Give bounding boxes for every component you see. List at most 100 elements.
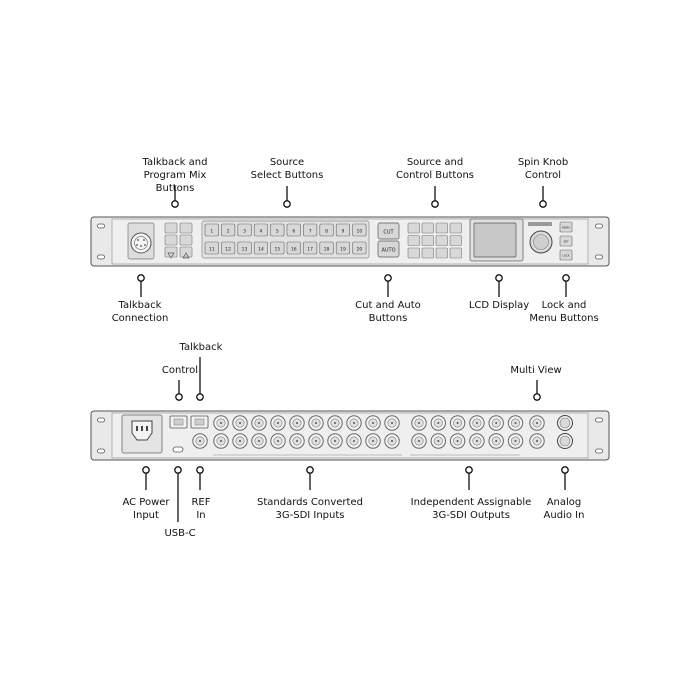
source-button <box>253 241 268 255</box>
label-sdi-outputs: Independent Assignable 3G-SDI Outputs <box>410 497 532 521</box>
bnc-pin <box>475 422 478 424</box>
bnc-pin <box>437 440 440 442</box>
leader-dot-icon <box>283 200 291 208</box>
menu-button-label: SET <box>564 239 569 243</box>
leader-dot-icon <box>465 466 473 474</box>
source-button <box>352 223 367 237</box>
triangle-down-icon <box>167 252 175 259</box>
source-button-label: 15 <box>274 247 280 253</box>
control-button <box>449 235 462 246</box>
source-button-label: 12 <box>225 247 231 253</box>
leader-dot-icon <box>196 393 204 401</box>
iec-pin <box>141 426 143 431</box>
control-button <box>435 247 448 259</box>
control-button <box>449 247 462 259</box>
bnc-pin <box>296 440 298 442</box>
bnc-pin <box>353 422 355 424</box>
talkback-program-button <box>179 222 193 234</box>
menu-button <box>559 235 573 247</box>
source-button <box>286 241 301 255</box>
leader-dot-icon <box>562 274 570 282</box>
bnc-pin <box>296 422 298 424</box>
label-lcd-display: LCD Display <box>468 300 530 311</box>
lcd-screen <box>473 222 517 258</box>
menu-button <box>559 249 573 261</box>
xlr-pin <box>140 245 142 247</box>
leader-dot-icon <box>175 393 183 401</box>
ethernet-jack <box>194 418 205 426</box>
source-button <box>237 223 252 237</box>
bnc-pin <box>277 422 279 424</box>
bnc-pin <box>475 440 478 442</box>
label-talkback: Talkback <box>179 342 223 353</box>
leader-dot-icon <box>171 200 179 208</box>
leader-dot-icon <box>384 274 392 282</box>
bnc-pin <box>514 422 517 424</box>
bnc-pin <box>220 440 222 442</box>
rear-rack-slot <box>595 417 603 423</box>
source-button-label: 8 <box>325 229 328 235</box>
bnc-pin <box>536 422 538 424</box>
source-button <box>303 223 318 237</box>
control-button <box>407 235 420 246</box>
label-ac-power: AC Power Input <box>122 497 170 521</box>
bnc-pin <box>495 440 498 442</box>
bnc-pin <box>418 422 420 424</box>
label-spin-knob: Spin Knob Control <box>517 157 569 181</box>
bnc-pin <box>372 422 374 424</box>
source-button-label: 18 <box>324 247 330 253</box>
menu-button <box>559 221 573 233</box>
label-sdi-inputs: Standards Converted 3G-SDI Inputs <box>257 497 363 521</box>
source-button <box>253 223 268 237</box>
label-cut-auto: Cut and Auto Buttons <box>355 300 421 324</box>
bnc-pin <box>495 422 498 424</box>
bnc-pin <box>353 440 355 442</box>
front-rack-slot <box>97 223 105 229</box>
source-button-label: 2 <box>227 229 230 235</box>
talkback-program-button <box>164 222 178 234</box>
control-button <box>435 222 448 234</box>
bnc-pin <box>199 440 201 442</box>
bnc-pin <box>372 440 374 442</box>
iec-pin <box>136 426 138 431</box>
bnc-pin <box>536 440 538 442</box>
source-button <box>319 241 334 255</box>
ethernet-jack <box>173 418 184 426</box>
leader-dot-icon <box>306 466 314 474</box>
iec-pin <box>146 426 148 431</box>
bnc-pin <box>418 440 420 442</box>
front-rack-slot <box>97 254 105 260</box>
source-button <box>303 241 318 255</box>
control-button <box>421 222 434 234</box>
xlr-icon <box>130 232 152 254</box>
source-button-label: 3 <box>243 229 246 235</box>
brand-mark <box>528 222 552 226</box>
control-button <box>407 247 420 259</box>
callout-leaders <box>137 186 570 522</box>
leader-dot-icon <box>533 393 541 401</box>
source-button <box>286 223 301 237</box>
source-button-label: 13 <box>242 247 248 253</box>
xlr-inner <box>559 435 571 447</box>
source-button-label: 5 <box>276 229 279 235</box>
auto-button <box>377 240 400 258</box>
bnc-pin <box>277 440 279 442</box>
label-control: Control <box>161 365 199 376</box>
bnc-pin <box>334 440 336 442</box>
auto-button-label: AUTO <box>381 248 395 254</box>
knob-inner <box>533 234 549 250</box>
cut-button <box>377 222 400 240</box>
bnc-pin <box>514 440 517 442</box>
source-button-label: 16 <box>291 247 297 253</box>
leader-dot-icon <box>137 274 145 282</box>
source-button-label: 1 <box>210 229 213 235</box>
source-button <box>335 241 351 255</box>
source-button-label: 14 <box>258 247 264 253</box>
source-button-label: 19 <box>340 247 346 253</box>
label-usb-c: USB-C <box>164 528 196 539</box>
source-button-label: 7 <box>309 229 312 235</box>
source-button <box>335 223 351 237</box>
source-button <box>352 241 367 255</box>
control-button <box>407 222 420 234</box>
